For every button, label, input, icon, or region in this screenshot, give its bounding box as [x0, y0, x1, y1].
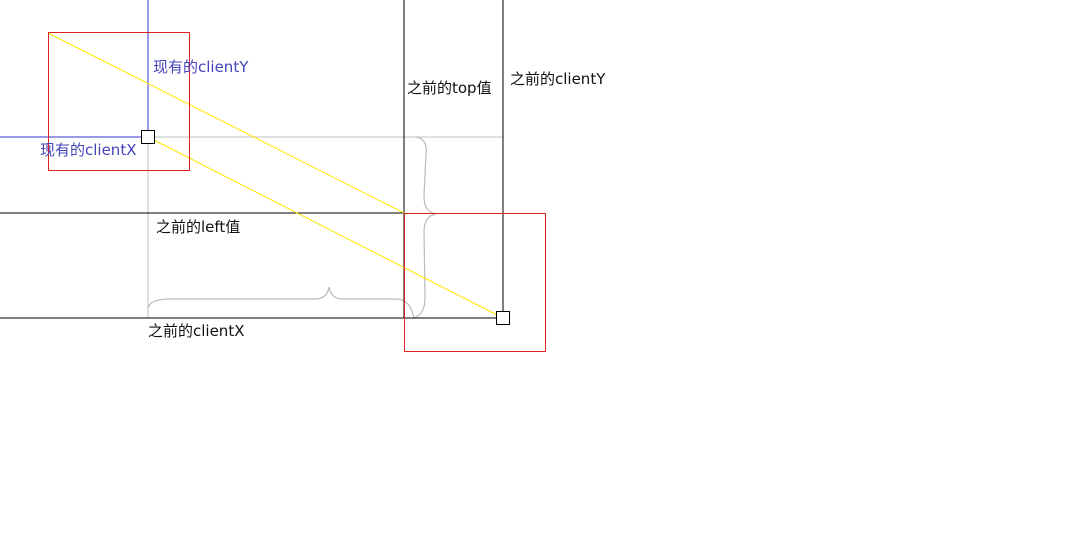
previous-box	[404, 213, 546, 352]
current-client-y-label: 现有的clientY	[153, 58, 249, 76]
drag-path-mouse	[147, 136, 504, 319]
left-distance-brace	[147, 286, 415, 319]
previous-left-label: 之前的left值	[156, 218, 241, 236]
previous-client-y-label: 之前的clientY	[510, 70, 606, 88]
previous-client-x-label: 之前的clientX	[148, 322, 245, 340]
current-client-x-label: 现有的clientX	[40, 141, 137, 159]
previous-top-label: 之前的top值	[407, 79, 492, 97]
current-box	[48, 32, 190, 171]
top-distance-brace	[413, 136, 437, 319]
drag-path-box-corner	[47, 32, 405, 214]
previous-mouse-marker	[496, 311, 510, 325]
current-mouse-marker	[141, 130, 155, 144]
